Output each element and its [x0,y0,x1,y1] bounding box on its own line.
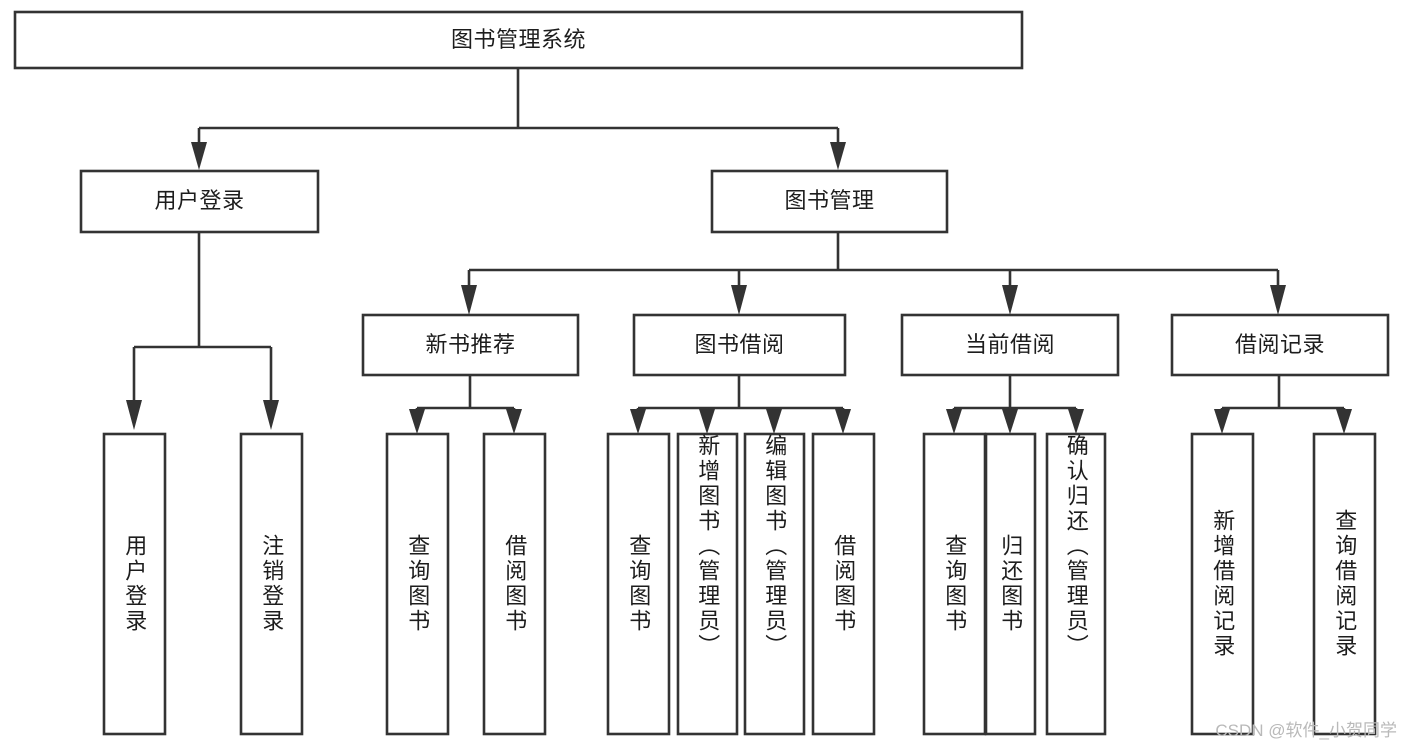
leaf-box-current-borrow-1[interactable] [984,432,1037,736]
leaf-box-new-book-0[interactable] [385,432,450,736]
connector-borrowrecord-to-leaves [1214,375,1352,434]
leaf-box-user-login-1[interactable] [239,432,304,736]
watermark: CSDN @软件_小贺同学 [1215,721,1397,740]
leaf-box-book-borrow-0[interactable] [606,432,671,736]
connector-userlogin-to-leaves [126,232,279,430]
node-box-new-book-recommend[interactable] [361,313,580,377]
node-box-root[interactable] [13,10,1024,70]
leaf-box-current-borrow-0[interactable] [922,432,987,736]
leaf-box-new-book-1[interactable] [482,432,547,736]
connector-newbook-to-leaves [409,375,522,434]
connector-currentborrow-to-leaves [946,375,1084,434]
leaf-box-book-borrow-2[interactable] [743,432,806,736]
leaf-box-borrow-record-1[interactable] [1312,432,1377,736]
node-box-current-borrow[interactable] [900,313,1120,377]
leaf-box-user-login-0[interactable] [102,432,167,736]
node-box-borrow-record[interactable] [1170,313,1390,377]
node-box-user-login[interactable] [79,169,320,234]
leaf-box-current-borrow-2[interactable] [1045,432,1107,736]
connector-root-to-level2 [191,68,846,170]
connector-bookborrow-to-leaves [630,375,851,434]
leaf-box-borrow-record-0[interactable] [1190,432,1255,736]
leaf-box-book-borrow-3[interactable] [811,432,876,736]
connector-bookmgmt-to-level3 [461,232,1286,315]
node-box-book-borrow[interactable] [632,313,847,377]
leaf-box-book-borrow-1[interactable] [676,432,739,736]
node-box-book-management[interactable] [710,169,949,234]
